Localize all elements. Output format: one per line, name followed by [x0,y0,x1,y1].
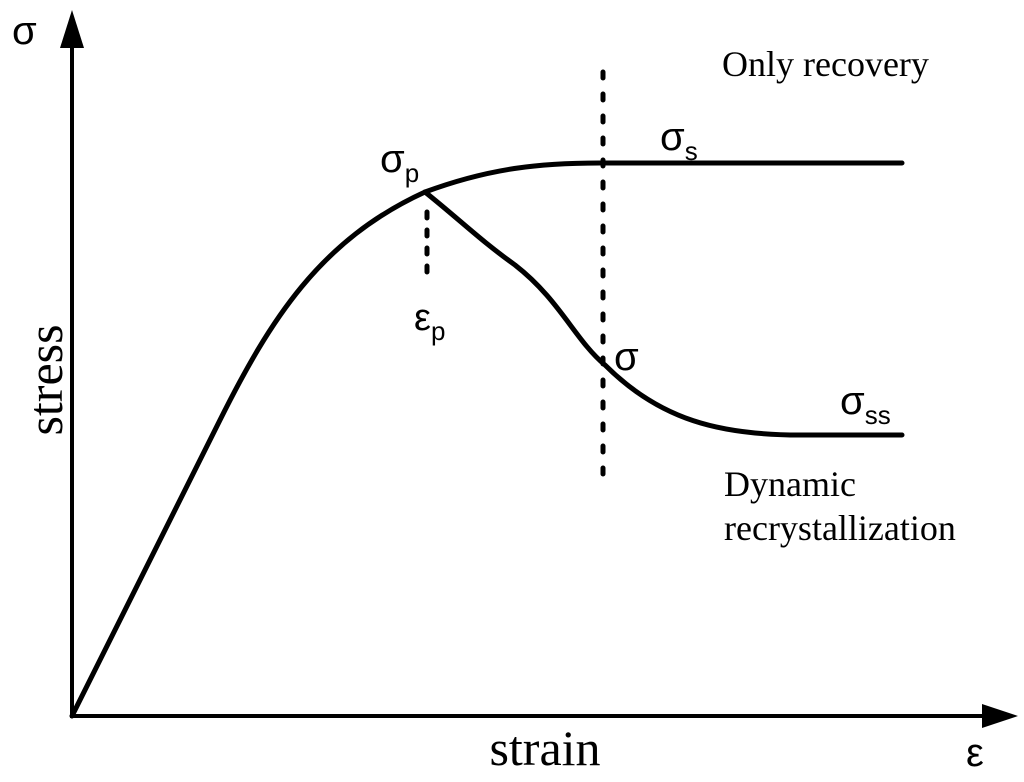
recovery-caption: Only recovery [722,44,929,84]
critical-stress-label: σ [614,335,639,379]
y-axis-arrowhead [60,10,84,48]
saturation-stress-label: σs [660,115,698,166]
y-axis-symbol: σ [12,9,37,53]
y-axis-label: stress [17,324,73,435]
initial-hardening-curve [69,189,428,719]
x-axis-label: strain [489,720,600,776]
drx-caption-line1: Dynamic [724,464,856,504]
recrystallization-curve [422,189,905,438]
drx-caption-line2: recrystallization [724,508,956,548]
x-axis-arrowhead [982,704,1018,728]
x-axis-symbol: ε [966,731,984,775]
peak-stress-label: σp [380,137,419,188]
steady-state-stress-label: σss [840,379,891,430]
recovery-curve [422,160,905,195]
peak-strain-label: εp [414,297,445,346]
